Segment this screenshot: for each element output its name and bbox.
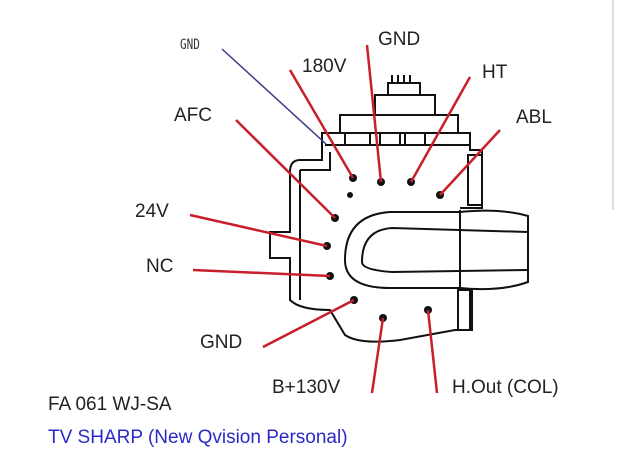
transformer-outline <box>269 75 529 343</box>
label-hout: H.Out (COL) <box>452 377 559 398</box>
label-24v: 24V <box>135 201 169 222</box>
label-gnd-small: GND <box>180 36 200 53</box>
label-afc: AFC <box>174 105 212 126</box>
label-gnd-bottom: GND <box>200 332 243 353</box>
pins <box>323 174 444 322</box>
caption-model: FA 061 WJ-SA <box>48 394 172 415</box>
label-gnd-top: GND <box>378 29 421 50</box>
label-abl: ABL <box>516 107 552 128</box>
gnd-leader-blue <box>221 48 327 145</box>
caption-tv: TV SHARP (New Qvision Personal) <box>48 427 348 448</box>
label-nc: NC <box>146 256 174 277</box>
label-180v: 180V <box>302 56 347 77</box>
leader-lines <box>189 44 501 394</box>
label-b130v: B+130V <box>272 377 341 398</box>
label-ht: HT <box>482 62 508 83</box>
